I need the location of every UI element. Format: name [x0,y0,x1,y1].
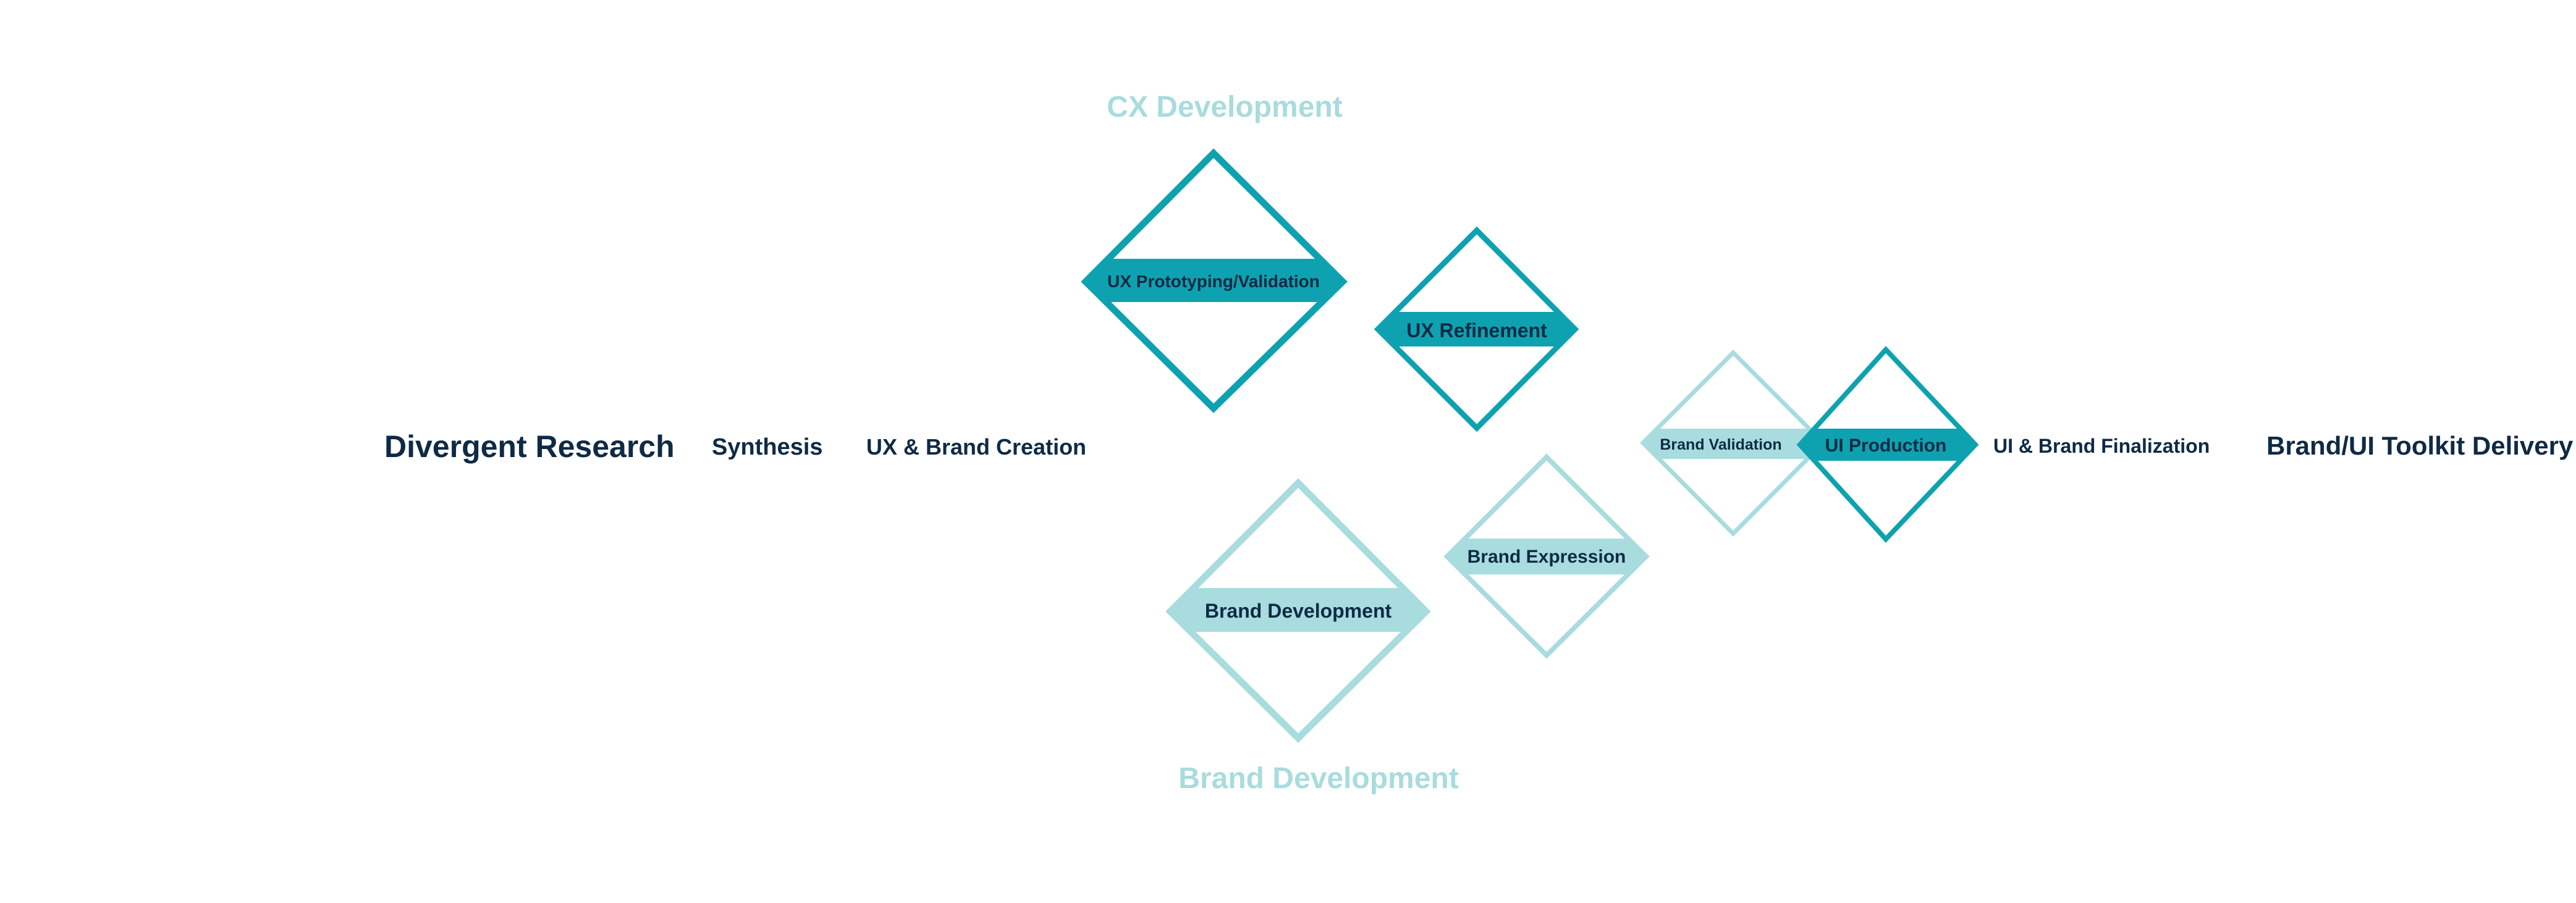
diamond-outline [1796,346,1979,543]
stage-ui-brand-finalization: UI & Brand Finalization [1993,435,2210,457]
track-title-brand: Brand Development [1178,762,1458,795]
diamond-label: UI Production [1825,435,1947,456]
track-title-cx: CX Development [1107,91,1342,124]
diamond-label: UX Prototyping/Validation [1107,272,1320,291]
diamond-brand-validation: Brand Validation [1640,350,1826,537]
diamond-outline [1640,350,1826,537]
diamond-brand-expression: Brand Expression [1443,453,1650,659]
diamond-label: Brand Expression [1467,547,1626,567]
diamond-band [1800,429,1975,461]
diamond-outline [1374,226,1579,432]
stage-divergent-research: Divergent Research [384,429,675,464]
diamond-label: UX Refinement [1406,319,1547,342]
diamond-outline [1081,148,1348,413]
stage-toolkit-delivery: Brand/UI Toolkit Delivery [2266,431,2574,460]
diamond-ux-refinement: UX Refinement [1374,226,1579,432]
diamond-label: Brand Validation [1660,436,1781,453]
diamond-brand-development: Brand Development [1165,478,1431,743]
diamond-outline [1443,453,1650,659]
diamond-band [1170,588,1426,632]
diamond-band [1447,539,1646,574]
diamond-band [1086,259,1343,302]
diamond-label: Brand Development [1205,600,1392,622]
diamond-band [1643,429,1823,459]
diamond-band [1378,312,1575,346]
stage-ux-brand-creation: UX & Brand Creation [866,434,1086,460]
diamond-ui-production: UI Production [1796,346,1979,543]
stage-synthesis: Synthesis [712,434,823,460]
diamond-ux-prototyping: UX Prototyping/Validation [1081,148,1348,413]
diamond-outline [1165,478,1431,743]
